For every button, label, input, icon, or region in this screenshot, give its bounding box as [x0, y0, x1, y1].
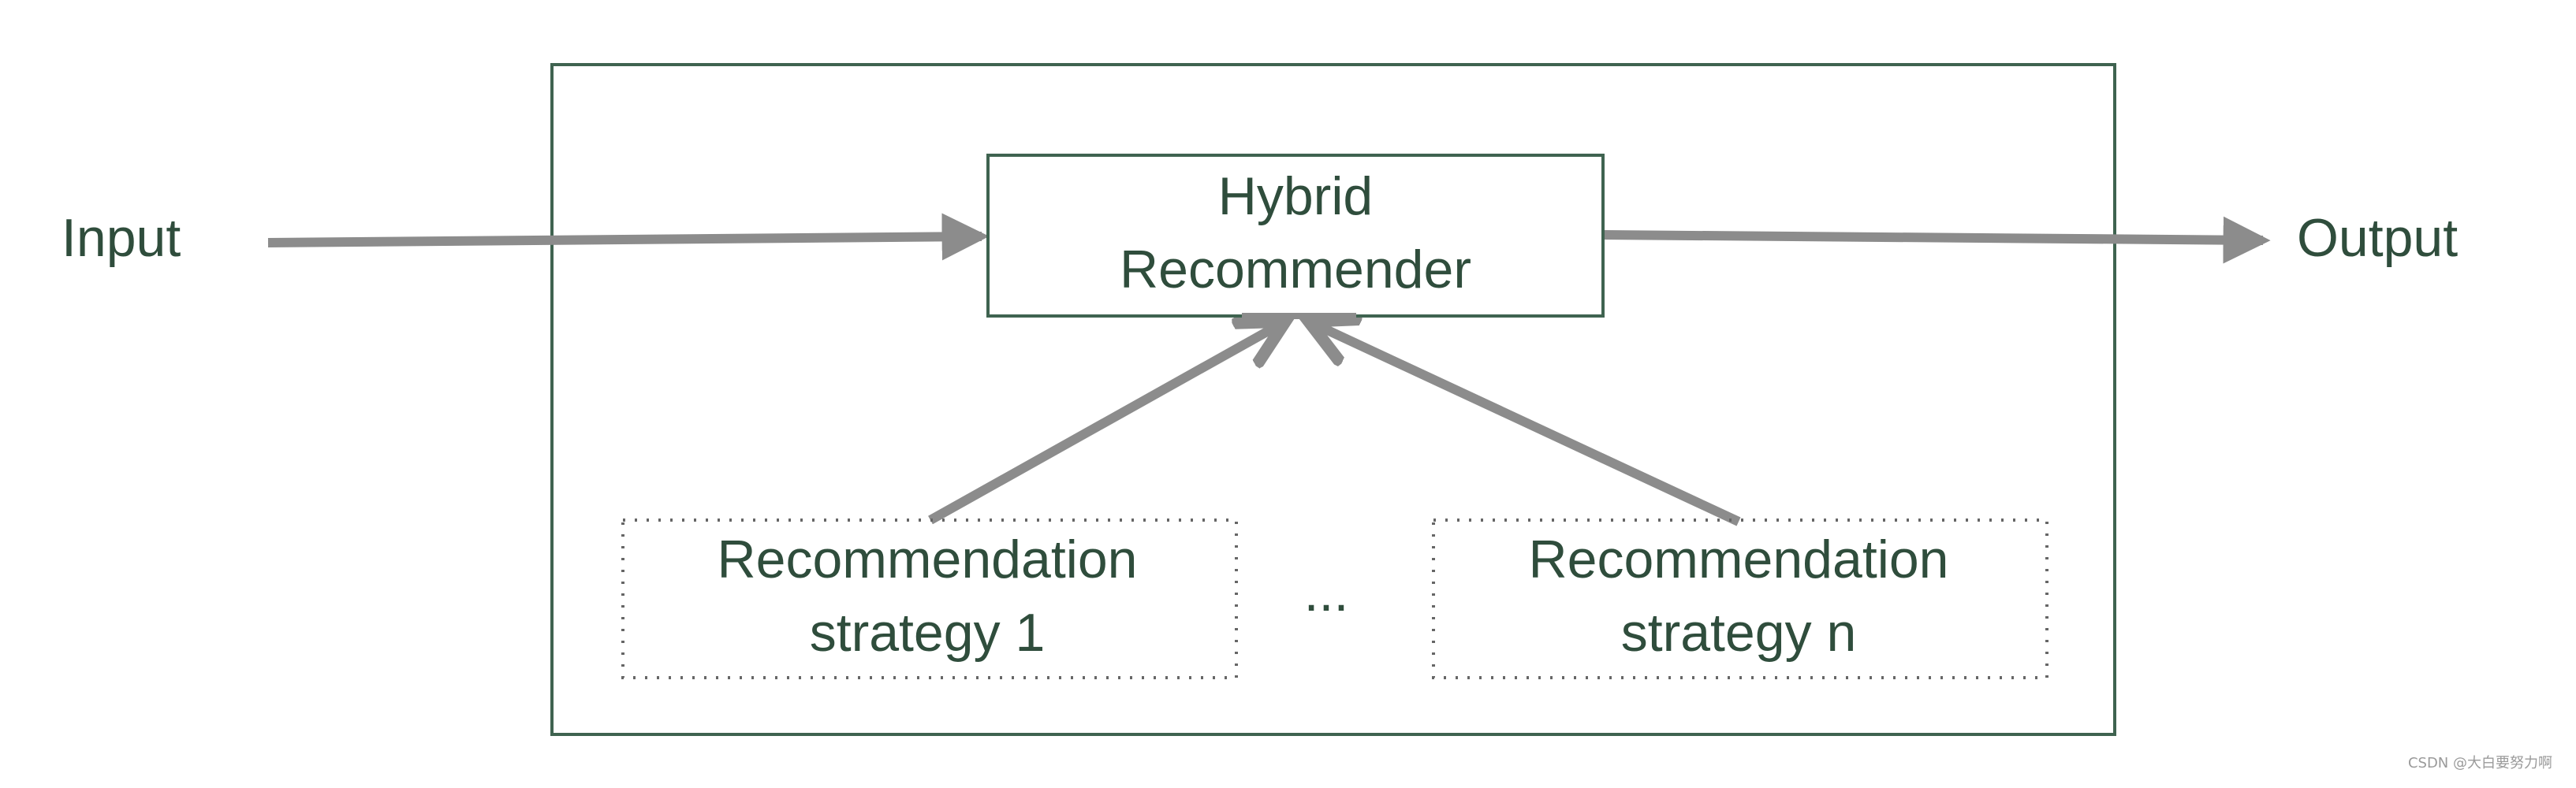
- strategy-1-box: [621, 519, 1238, 679]
- strategy-n-line1: Recommendation: [1529, 530, 1949, 589]
- watermark: CSDN @大白要努力啊: [2407, 755, 2552, 771]
- input-arrow: [267, 213, 990, 261]
- ellipsis: ...: [1304, 563, 1349, 623]
- output-label: Output: [2297, 208, 2458, 268]
- system-container: [550, 63, 2116, 736]
- strategy-n-line2: strategy n: [1621, 603, 1857, 663]
- strategy-n-box: [1432, 519, 2048, 679]
- strategy-1-arrow: [928, 322, 1285, 525]
- strategy-1-line1: Recommendation: [718, 530, 1138, 589]
- output-arrow: [1601, 216, 2271, 264]
- input-label: Input: [62, 208, 181, 268]
- strategy-n-arrow: [1309, 322, 1741, 526]
- hybrid-box-line1: Hybrid: [1218, 166, 1374, 226]
- hybrid-box-line2: Recommender: [1120, 240, 1471, 299]
- strategy-1-line2: strategy 1: [810, 603, 1046, 663]
